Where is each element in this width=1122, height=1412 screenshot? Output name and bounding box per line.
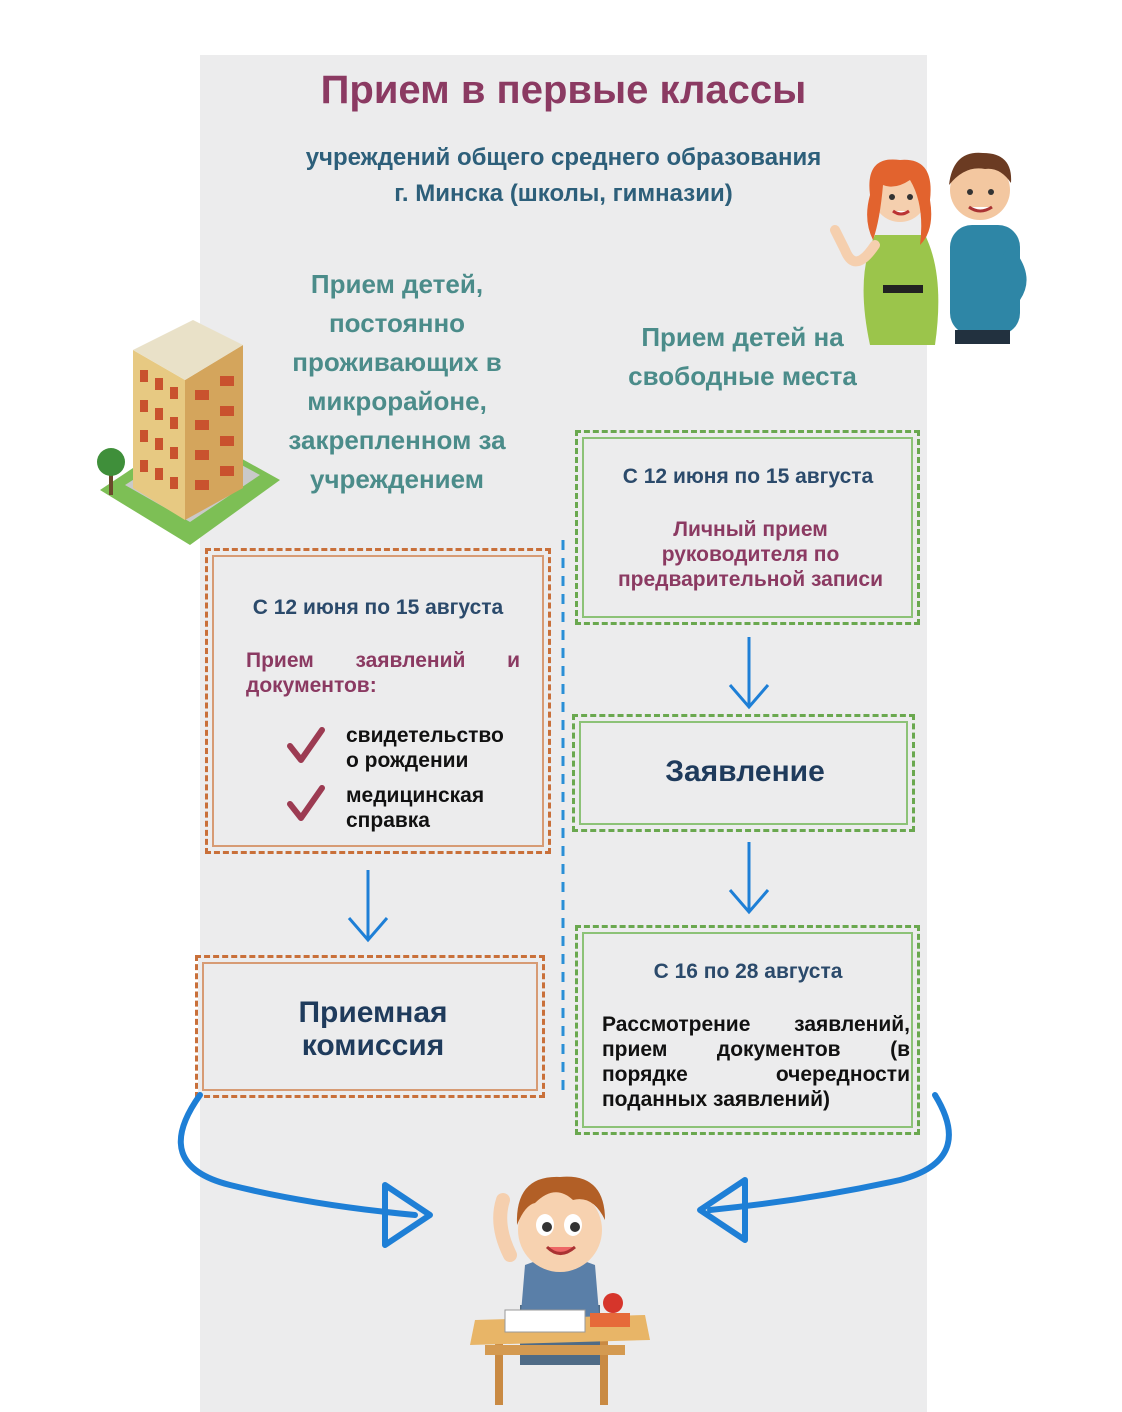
arrow-down-icon — [347, 870, 389, 943]
page-title: Прием в первые классы — [320, 68, 807, 112]
arrow-down-icon — [728, 842, 770, 915]
right-box3-date: С 16 по 28 августа — [653, 960, 843, 983]
right-column-heading: Прием детей на свободные места — [628, 322, 857, 391]
application-box: Заявление — [572, 714, 915, 832]
checkmark-icon — [287, 785, 325, 821]
schoolboy-illustration — [470, 1176, 650, 1405]
parents-illustration — [830, 152, 1027, 345]
checkmark-icon — [287, 727, 325, 763]
document-item-2: медицинская справка — [346, 784, 485, 832]
left-box1-intro: Прием заявлений и документов: — [246, 649, 520, 697]
subtitle-line-2: г. Минска (школы, гимназии) — [394, 180, 733, 207]
column-divider — [561, 540, 565, 1090]
building-illustration — [97, 320, 280, 545]
arrow-down-icon — [728, 637, 770, 710]
application-label: Заявление — [665, 755, 825, 788]
subtitle-line-1: учреждений общего среднего образования — [305, 144, 822, 171]
admission-committee-box: Приемная комиссия — [195, 955, 545, 1098]
right-box3-text: Рассмотрение заявлений, прием документов… — [602, 1013, 910, 1111]
left-documents-box: С 12 июня по 15 августа Прием заявлений … — [205, 548, 551, 854]
right-box1-text: Личный прием руководителя по предварител… — [617, 518, 884, 591]
admission-committee-label: Приемная комиссия — [298, 996, 448, 1062]
right-box1-date: С 12 июня по 15 августа — [622, 465, 874, 488]
personal-reception-box: С 12 июня по 15 августа Личный прием рук… — [575, 430, 920, 625]
document-item-1: свидетельство о рождении — [346, 724, 504, 772]
review-applications-box: С 16 по 28 августа Рассмотрение заявлени… — [575, 925, 920, 1135]
curved-arrows — [177, 1092, 952, 1248]
page-subtitle: учреждений общего среднего образования г… — [200, 140, 927, 212]
left-box1-date: С 12 июня по 15 августа — [252, 596, 504, 619]
left-column-heading: Прием детей, постоянно проживающих в мик… — [288, 269, 506, 494]
